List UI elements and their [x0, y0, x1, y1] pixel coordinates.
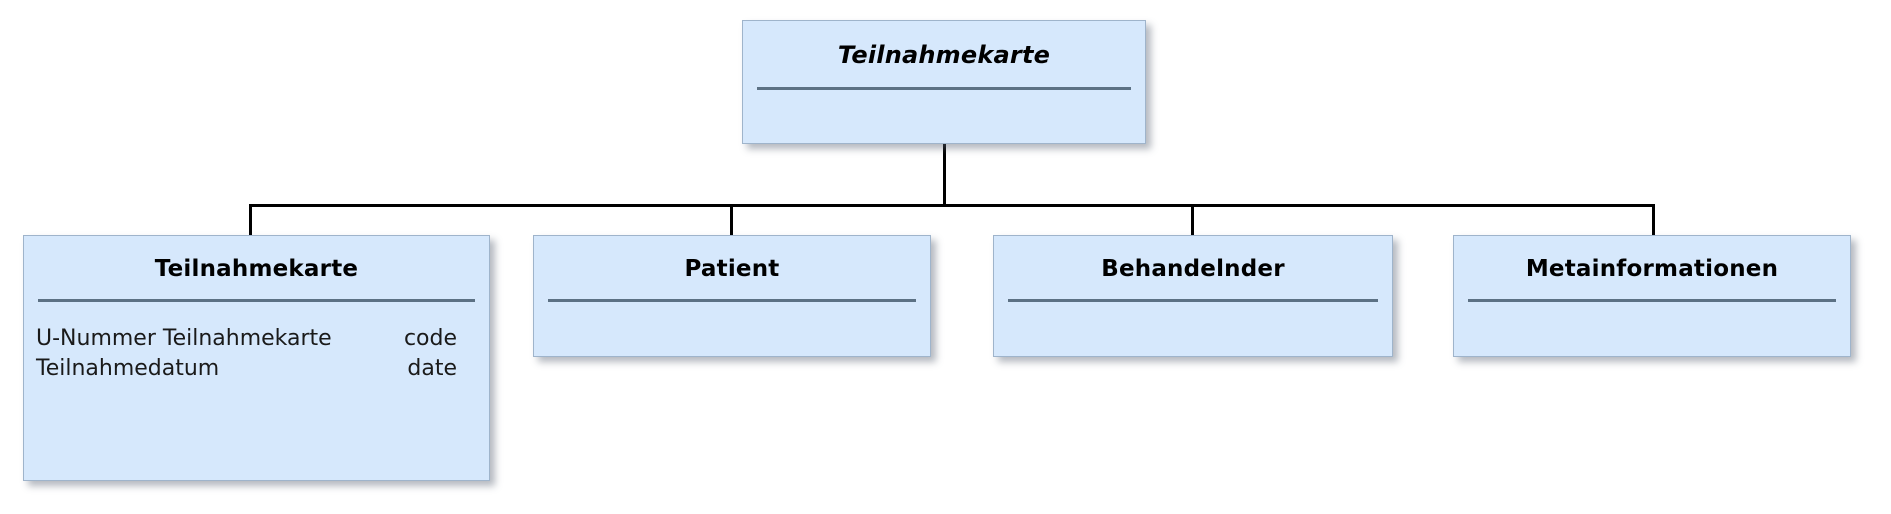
class-box-teilnahmekarte[interactable]: Teilnahmekarte U-Nummer Teilnahmekarte c… [23, 235, 490, 481]
class-divider [757, 87, 1131, 90]
connector-drop-behandelnder [1191, 204, 1194, 237]
attribute-type: code [403, 326, 457, 351]
class-title: Behandelnder [1101, 256, 1285, 282]
class-title: Teilnahmekarte [154, 256, 359, 282]
class-title: Patient [684, 256, 780, 282]
attribute-row: U-Nummer Teilnahmekarte code [24, 324, 489, 354]
class-title: Teilnahmekarte [837, 41, 1051, 69]
class-divider [1008, 299, 1378, 302]
class-box-behandelnder[interactable]: Behandelnder [993, 235, 1393, 357]
class-title: Metainformationen [1525, 256, 1779, 282]
class-divider [1468, 299, 1836, 302]
connector-root-stem [943, 144, 946, 207]
connector-drop-metainformationen [1652, 204, 1655, 237]
class-divider [548, 299, 916, 302]
attribute-name: U-Nummer Teilnahmekarte [36, 326, 332, 351]
class-box-metainformationen[interactable]: Metainformationen [1453, 235, 1851, 357]
attribute-type: date [407, 355, 457, 381]
class-box-root-teilnahmekarte[interactable]: Teilnahmekarte [742, 20, 1146, 144]
connector-horizontal-bus [249, 204, 1655, 207]
connector-drop-patient [730, 204, 733, 237]
class-box-patient[interactable]: Patient [533, 235, 931, 357]
attribute-name: Teilnahmedatum [36, 355, 220, 381]
class-divider [38, 299, 475, 302]
attribute-row: Teilnahmedatum date [24, 354, 489, 384]
connector-drop-teilnahmekarte [249, 204, 252, 237]
attribute-list: U-Nummer Teilnahmekarte code Teilnahmeda… [24, 302, 489, 383]
